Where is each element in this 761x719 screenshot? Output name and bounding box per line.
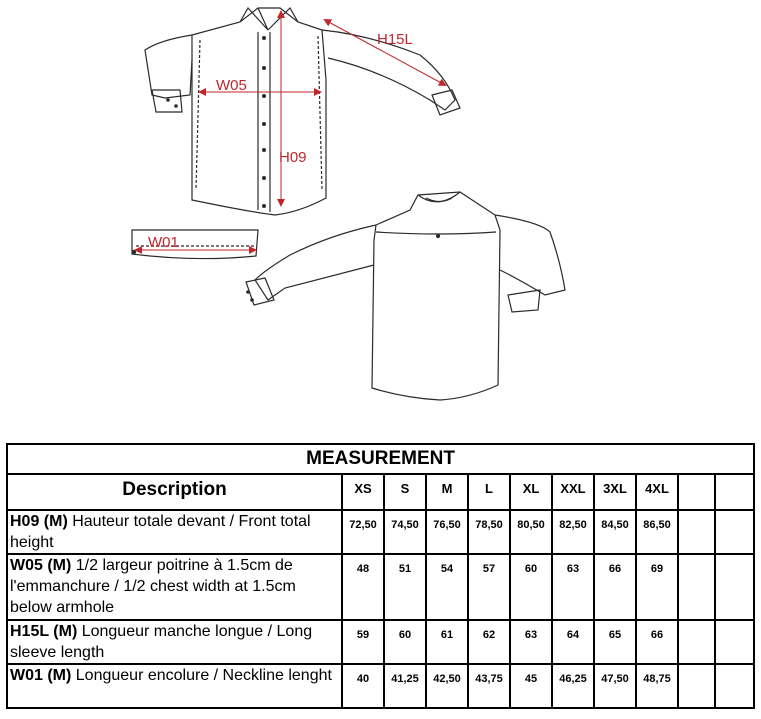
size-header: XS [341, 473, 385, 511]
table-row: H15L (M) Longueur manche longue / Long s… [6, 619, 756, 665]
value-cell: 57 [467, 553, 511, 621]
size-header: XXL [551, 473, 595, 511]
value-cell: 59 [341, 619, 385, 665]
value-cell: 63 [509, 619, 553, 665]
value-cell: 51 [383, 553, 427, 621]
value-cell: 48,75 [635, 663, 679, 709]
row-code: H15L (M) [10, 623, 78, 640]
table-row: W01 (M) Longueur encolure / Neckline len… [6, 663, 756, 709]
h15l-label: H15L [377, 31, 413, 48]
row-text: Hauteur totale devant / Front total heig… [10, 513, 311, 551]
size-header: 3XL [593, 473, 637, 511]
table-row: W05 (M) 1/2 largeur poitrine à 1.5cm de … [6, 553, 756, 621]
back-left-sleeve [254, 224, 377, 301]
value-cell: 42,50 [425, 663, 469, 709]
value-cell: 69 [635, 553, 679, 621]
row-code: W01 (M) [10, 667, 72, 684]
h15l-arrow [323, 19, 447, 86]
front-right-cuff [431, 89, 461, 116]
front-left-cuff [151, 89, 183, 113]
value-cell: 65 [593, 619, 637, 665]
row-text: Longueur encolure / Neckline lenght [71, 667, 332, 684]
value-cell: 66 [635, 619, 679, 665]
front-body-outline [191, 7, 327, 216]
value-cell [677, 509, 716, 555]
value-cell: 84,50 [593, 509, 637, 555]
h09-label: H09 [279, 149, 307, 166]
front-left-sleeve [144, 34, 193, 99]
value-cell [677, 619, 716, 665]
back-yoke [375, 231, 497, 235]
size-header: L [467, 473, 511, 511]
value-cell: 43,75 [467, 663, 511, 709]
row-description: H15L (M) Longueur manche longue / Long s… [6, 619, 343, 665]
value-cell [713, 663, 756, 709]
w05-label: W05 [216, 77, 247, 94]
row-description: W05 (M) 1/2 largeur poitrine à 1.5cm de … [6, 553, 343, 621]
value-cell: 62 [467, 619, 511, 665]
front-buttons [166, 36, 266, 208]
value-cell: 46,25 [551, 663, 595, 709]
value-cell: 61 [425, 619, 469, 665]
value-cell: 63 [551, 553, 595, 621]
back-shirt [245, 191, 566, 401]
value-cell: 82,50 [551, 509, 595, 555]
value-cell: 78,50 [467, 509, 511, 555]
value-cell: 80,50 [509, 509, 553, 555]
back-right-cuff [507, 289, 541, 313]
value-cell: 76,50 [425, 509, 469, 555]
row-text: 1/2 largeur poitrine à 1.5cm de l'emmanc… [10, 557, 296, 616]
shirt-technical-drawing: H09 W05 H15L W01 [131, 6, 566, 401]
value-cell: 72,50 [341, 509, 385, 555]
row-text: Longueur manche longue / Long sleeve len… [10, 623, 313, 661]
size-header: S [383, 473, 427, 511]
front-placket [257, 32, 271, 212]
description-header: Description [6, 473, 343, 511]
row-code: H09 (M) [10, 513, 68, 530]
value-cell: 47,50 [593, 663, 637, 709]
value-cell: 41,25 [383, 663, 427, 709]
size-header: XL [509, 473, 553, 511]
size-header: M [425, 473, 469, 511]
row-code: W05 (M) [10, 557, 72, 574]
table-title: MEASUREMENT [5, 443, 756, 475]
front-collar [239, 6, 299, 31]
size-header [713, 473, 756, 511]
row-description: W01 (M) Longueur encolure / Neckline len… [6, 663, 343, 709]
back-right-sleeve [494, 214, 566, 296]
value-cell: 74,50 [383, 509, 427, 555]
front-shirt [144, 6, 461, 216]
size-header: 4XL [635, 473, 679, 511]
value-cell: 54 [425, 553, 469, 621]
value-cell [677, 553, 716, 621]
value-cell [713, 619, 756, 665]
back-collar [417, 191, 461, 203]
value-cell: 45 [509, 663, 553, 709]
value-cell [713, 509, 756, 555]
value-cell: 64 [551, 619, 595, 665]
back-left-cuff [245, 277, 275, 306]
value-cell: 86,50 [635, 509, 679, 555]
value-cell [677, 663, 716, 709]
value-cell: 66 [593, 553, 637, 621]
measure-lines [134, 10, 447, 254]
table-row: H09 (M) Hauteur totale devant / Front to… [6, 509, 756, 555]
w01-label: W01 [148, 234, 179, 251]
value-cell: 60 [383, 619, 427, 665]
back-body-outline [371, 191, 501, 401]
size-header [677, 473, 716, 511]
value-cell [713, 553, 756, 621]
row-description: H09 (M) Hauteur totale devant / Front to… [6, 509, 343, 555]
value-cell: 48 [341, 553, 385, 621]
value-cell: 60 [509, 553, 553, 621]
value-cell: 40 [341, 663, 385, 709]
